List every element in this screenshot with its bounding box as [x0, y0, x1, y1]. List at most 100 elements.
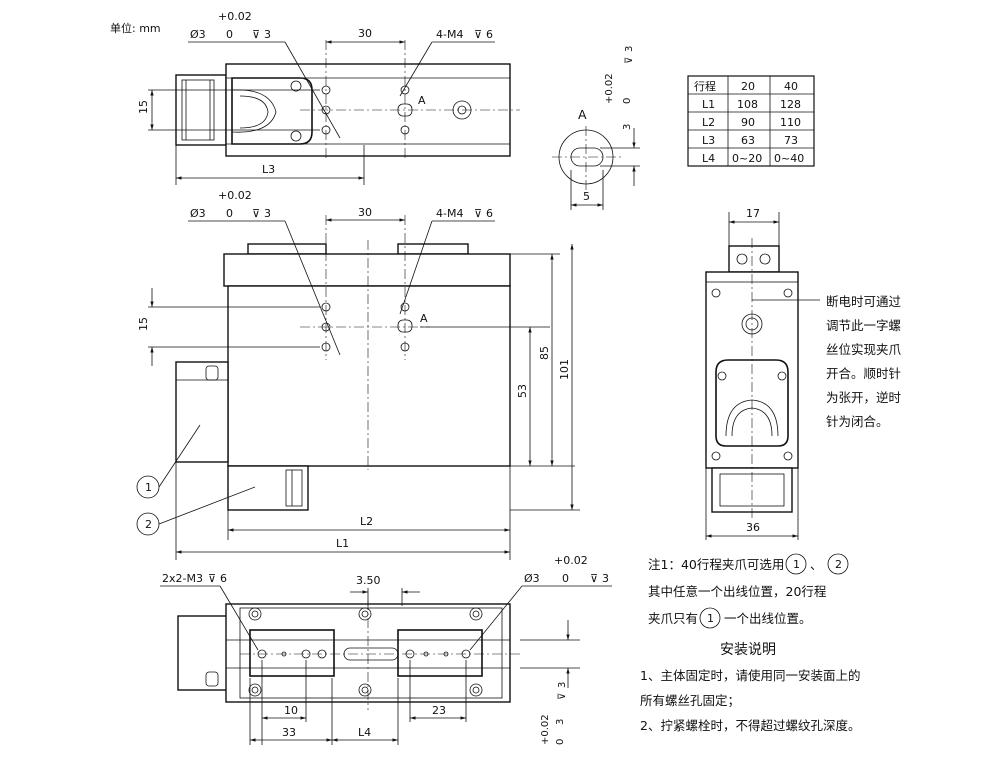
bottom-hole-depth: 3: [602, 572, 609, 585]
side-note-line: 断电时可通过: [826, 294, 902, 309]
bottom-nominal: 3: [555, 719, 566, 725]
side-dim-36: 36: [746, 521, 760, 534]
top-hole-depth: 3: [264, 28, 271, 41]
bottom-thread-spec: 2x2-M3: [162, 572, 203, 585]
top-dim-30: 30: [358, 27, 372, 40]
front-hole-tol-upper: +0.02: [218, 189, 252, 202]
table-cell: L2: [702, 116, 715, 129]
bottom-dim-33: 33: [282, 726, 296, 739]
note-line-3b: 一个出线位置。: [724, 611, 812, 626]
top-hole-tol-upper: +0.02: [218, 10, 252, 23]
bottom-tol-upper: +0.02: [540, 714, 551, 745]
side-note-line: 针为闭合。: [826, 414, 889, 429]
balloon-2-label: 2: [145, 518, 152, 531]
stroke-table: 行程 20 40 L1 108 128 L2 90 110 L3 63 73 L…: [687, 75, 815, 167]
note-line-3a: 夹爪只有: [648, 611, 698, 626]
section-A-tol-lower: 0: [622, 98, 633, 104]
svg-text:⊽: ⊽: [590, 572, 598, 585]
svg-text:⊽: ⊽: [474, 28, 482, 41]
top-marker-A: A: [418, 94, 426, 107]
svg-text:⊽: ⊽: [624, 57, 635, 64]
top-view: 30 15 L3 Ø3 +0.02 0 ⊽ 3 4-M4 ⊽ 6 A: [137, 10, 520, 185]
note-line-1b: 、: [810, 557, 823, 572]
section-A-dim-5: 5: [583, 190, 590, 203]
table-cell: 63: [741, 134, 755, 147]
front-label-L2: L2: [360, 515, 373, 528]
top-thread-spec: 4-M4: [436, 28, 463, 41]
bottom-hole-tol-lower: 0: [562, 572, 569, 585]
table-cell: 0~40: [774, 152, 804, 165]
front-view: 30 15 53 85 101 L2 L1 Ø3 +0.02 0 ⊽ 3: [136, 189, 580, 560]
top-hole-tol-lower: 0: [226, 28, 233, 41]
side-view: 17 36 断电时可通过 调节此一字螺 丝位实现夹爪 开合。顺时针 为张开，逆时…: [705, 207, 902, 540]
section-A-view: A 5 +0.02 0 3 ⊽ 3: [552, 46, 640, 210]
bottom-depth: 3: [557, 682, 568, 688]
bottom-dim-3-50: 3.50: [356, 574, 381, 587]
side-note-line: 开合。顺时针: [826, 366, 901, 381]
table-cell: 128: [780, 98, 801, 111]
top-dim-15: 15: [137, 100, 150, 114]
bottom-hole-tol-upper: +0.02: [554, 554, 588, 567]
side-connector-top: [728, 245, 780, 273]
front-hole-tol-lower: 0: [226, 207, 233, 220]
balloon-1-label: 1: [145, 481, 152, 494]
front-top-strip: [223, 253, 511, 287]
side-note-line: 为张开，逆时: [826, 390, 902, 405]
front-dim-15: 15: [137, 317, 150, 331]
section-A-depth: 3: [624, 46, 635, 52]
section-A-tol-upper: +0.02: [604, 73, 615, 104]
unit-label: 单位: mm: [110, 21, 161, 35]
front-dim-85: 85: [538, 346, 551, 360]
front-connector-1: [175, 361, 229, 463]
table-cell: L3: [702, 134, 715, 147]
svg-text:⊽: ⊽: [252, 207, 260, 220]
bottom-dim-23: 23: [432, 704, 446, 717]
bottom-label-L4: L4: [358, 726, 371, 739]
bottom-dim-10: 10: [284, 704, 298, 717]
note-balloon-1: 1: [793, 558, 800, 571]
table-header-stroke: 行程: [694, 80, 716, 93]
table-cell: 90: [741, 116, 755, 129]
top-label-L3: L3: [262, 163, 275, 176]
section-A-label: A: [578, 107, 587, 122]
bottom-view: 2x2-M3 ⊽ 6 3.50 Ø3 +0.02 0 ⊽ 3 10 33 L4 …: [160, 554, 612, 745]
install-title: 安装说明: [720, 642, 776, 658]
table-cell: 110: [780, 116, 801, 129]
front-body: [227, 285, 511, 467]
svg-text:⊽: ⊽: [474, 207, 482, 220]
side-dim-17: 17: [746, 207, 760, 220]
svg-text:⊽: ⊽: [557, 693, 568, 700]
table-cell: 108: [737, 98, 758, 111]
note-block: 注1：40行程夹爪可选用 1 、 2 其中任意一个出线位置，20行程 夹爪只有 …: [648, 553, 849, 629]
front-connector-2: [227, 465, 309, 511]
top-clamp-bracket: [231, 77, 313, 145]
bottom-thread-depth: 6: [220, 572, 227, 585]
front-dim-30: 30: [358, 206, 372, 219]
side-note-line: 丝位实现夹爪: [826, 342, 902, 357]
svg-text:⊽: ⊽: [208, 572, 216, 585]
section-A-nominal: 3: [622, 124, 633, 130]
install-line: 2、拧紧螺栓时，不得超过螺纹孔深度。: [640, 718, 860, 733]
note-line-2: 其中任意一个出线位置，20行程: [648, 584, 827, 599]
front-label-L1: L1: [336, 537, 349, 550]
front-thread-spec: 4-M4: [436, 207, 463, 220]
front-dim-53: 53: [516, 384, 529, 398]
table-cell: L4: [702, 152, 715, 165]
install-instructions: 安装说明 1、主体固定时，请使用同一安装面上的 所有螺丝孔固定； 2、拧紧螺栓时…: [640, 642, 860, 733]
table-header-20: 20: [741, 80, 755, 93]
front-hole-dia: Ø3: [190, 207, 206, 220]
bottom-hole-dia: Ø3: [524, 572, 540, 585]
table-header-40: 40: [784, 80, 798, 93]
table-cell: 0~20: [732, 152, 762, 165]
install-line: 1、主体固定时，请使用同一安装面上的: [640, 668, 860, 683]
front-hole-depth: 3: [264, 207, 271, 220]
install-line: 所有螺丝孔固定；: [640, 693, 740, 708]
note-balloon-1b: 1: [707, 612, 714, 625]
top-hole-dia: Ø3: [190, 28, 206, 41]
side-note-line: 调节此一字螺: [826, 318, 901, 333]
table-cell: 73: [784, 134, 798, 147]
front-thread-depth: 6: [486, 207, 493, 220]
front-dim-101: 101: [558, 359, 571, 380]
note-balloon-2: 2: [835, 558, 842, 571]
